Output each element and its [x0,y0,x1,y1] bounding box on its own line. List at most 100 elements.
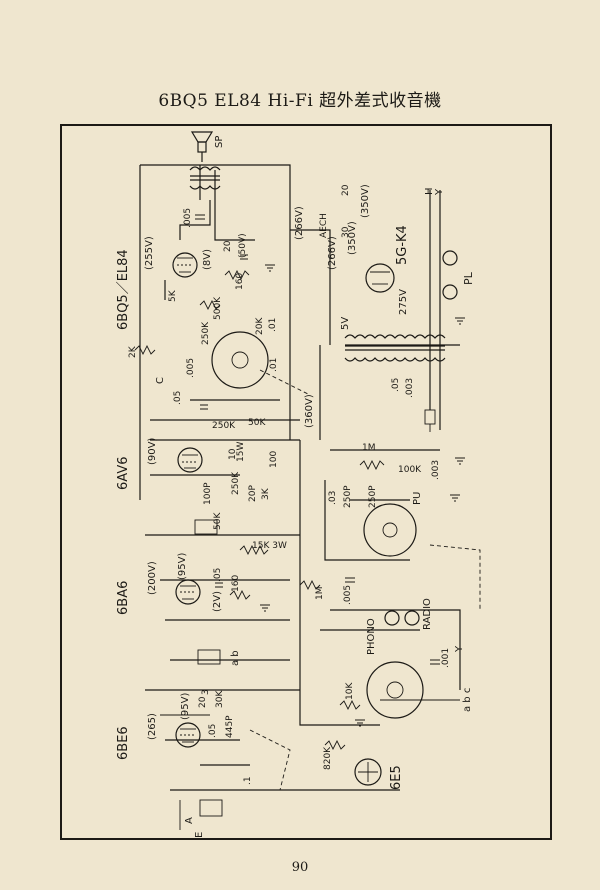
terminal-e: E [194,832,205,838]
comp-aech: AECH [319,213,329,238]
comp-r100k-top: 100K [398,465,422,475]
comp-c01-b: .01 [269,358,279,372]
comp-r5k: 5K [168,289,178,302]
output-tube-icon [172,252,198,278]
voltage-275v: 275V [398,289,409,315]
page-title: 6BQ5 EL84 Hi-Fi 超外差式收音機 [158,91,442,111]
comp-r250k-c: 250K [231,471,241,495]
comp-c20-c: 20 [198,696,208,708]
comp-r1m-mid: 1M [315,587,325,601]
terminal-pl: PL [462,271,475,285]
comp-c05-rect: .05 [391,378,401,392]
label-rectifier-tube: 5G-K4 [395,225,410,265]
comp-c20-b: 20 [341,184,351,196]
comp-r1m-top: 1M [362,443,376,453]
comp-c250p-b: 250P [368,485,378,508]
terminal-radio: RADIO [422,598,433,630]
schematic-frame [60,124,552,840]
comp-r160-b: 160 [231,575,241,592]
comp-c10: 10 [228,448,238,460]
comp-c50v: (50V) [238,233,248,258]
ground-symbols [260,264,465,727]
comp-c05-c: .05 [208,724,218,738]
comp-r3k: 3K [261,487,271,500]
band-switch-icon [211,331,424,719]
comp-c003-rect: .003 [405,378,415,398]
comp-c05-b: .05 [213,568,223,582]
power-transformer-icon [344,334,446,362]
terminal-y-bottom: Y [454,645,465,653]
comp-c005-out: .005 [183,208,193,228]
power-plug-icon [424,409,436,432]
driver-tube-icon [177,447,203,473]
comp-r2k: 2K [128,345,138,358]
page-number: 90 [291,860,309,875]
comp-r820k: 820K [323,746,333,770]
comp-r50k: 50K [248,418,266,428]
terminal-abc-bottom: a b c [462,688,473,712]
speaker-icon [190,131,214,162]
converter-tube-icon [175,722,201,748]
label-output-tube: 6BQ5／EL84 [116,249,131,330]
voltage-350v-b: (350V) [347,221,358,255]
label-converter-tube: 6BE6 [116,726,131,760]
terminal-phono: PHONO [366,618,377,655]
capacitor-symbols [195,214,440,665]
comp-r500k: 500K [213,296,223,320]
comp-r100: 100 [269,451,279,468]
voltage-266v-rect: (266V) [327,236,338,270]
voltage-2v: (2V) [212,591,223,612]
voltage-255v: (255V) [144,236,155,270]
comp-c1: .1 [243,776,253,785]
label-if-amp-tube: 6BA6 [116,581,131,615]
voltage-265: (265) [147,713,158,740]
comp-c30: 30 [341,226,351,238]
comp-c100p: 100P [203,482,213,505]
comp-r445p: 445P [225,715,235,738]
voltage-95v-b: (95V) [180,693,191,720]
comp-r250k-b: 250K [212,421,236,431]
comp-c05-a: .05 [173,391,183,405]
ganged-control-links [249,369,481,791]
terminal-c: C [155,377,166,384]
voltage-95v-a: (95V) [177,553,188,580]
output-transformer-icon [189,166,221,190]
comp-c20-cath: 20 [223,240,233,252]
voltage-266v-top: (266V) [294,206,305,240]
comp-c20p: 20P [248,485,258,502]
voltage-350v-a: (350V) [360,184,371,218]
rectifier-tube-icon [365,263,395,293]
comp-r20k: 20K [255,317,265,335]
comp-c15w: 15W [236,442,246,462]
comp-r10k: 10K [345,682,355,700]
voltage-5v: 5V [340,317,351,330]
terminal-h: H [424,187,435,195]
tuning-eye-tube-icon [354,758,382,786]
if-transformer-icon [194,519,223,817]
comp-r160-out: 160 [235,273,245,290]
voltage-8v: (8V) [202,249,213,270]
voltage-200v: (200V) [147,561,158,595]
terminal-pu: PU [412,492,423,505]
comp-c03: .03 [328,491,338,505]
terminal-a: A [184,817,195,824]
pilot-lamp-icon [442,250,458,300]
label-tuning-eye: 6E5 [389,765,404,790]
comp-c01-a: .01 [268,318,278,332]
label-driver-tube: 6AV6 [116,457,131,491]
comp-c005-b: .005 [343,585,353,605]
comp-r15k3w: 15K 3W [252,541,287,551]
terminal-sp: SP [214,136,225,148]
resistor-symbols [134,269,385,751]
comp-r30k: 30K [215,690,225,708]
comp-c005-a: .005 [186,358,196,378]
comp-c003: .003 [431,460,441,480]
terminal-y: Y [434,188,445,196]
comp-r250k-a: 250K [201,321,211,345]
input-jack-icon [384,610,420,626]
terminal-ab-top: a b [230,650,241,666]
voltage-90v: (90V) [147,438,158,465]
comp-c3: 3 [201,689,211,695]
comp-r50k-b: 50K [213,512,223,530]
